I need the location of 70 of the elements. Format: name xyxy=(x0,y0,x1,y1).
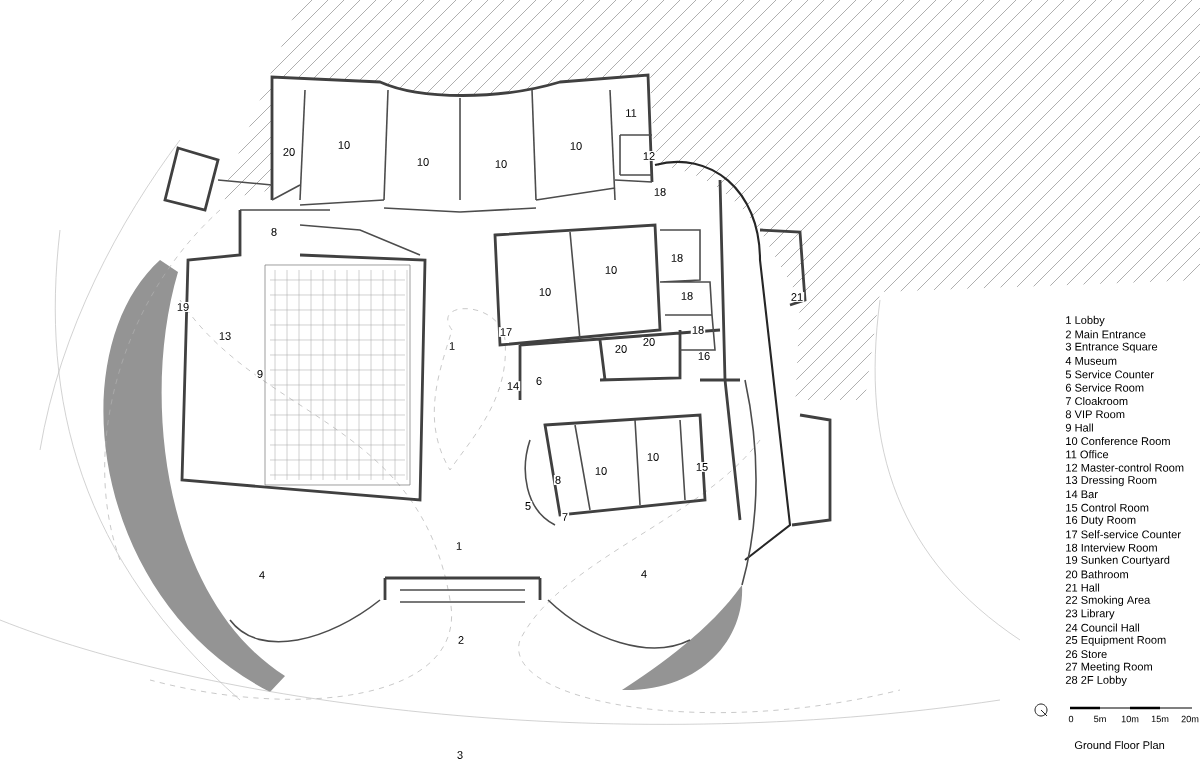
legend-entry: 8 VIP Room xyxy=(1065,410,1125,419)
room-number: 10 xyxy=(336,140,352,150)
room-number: 11 xyxy=(624,108,638,118)
legend-entry: 28 2F Lobby xyxy=(1065,675,1127,687)
room-number: 4 xyxy=(639,569,649,579)
room-number: 20 xyxy=(641,337,657,347)
legend-entry: 7 Cloakroom xyxy=(1065,396,1128,406)
legend-entry: 27 Meeting Room xyxy=(1065,662,1152,673)
scale-label: 5m xyxy=(1094,715,1106,723)
room-number: 10 xyxy=(568,141,584,151)
room-number: 19 xyxy=(175,302,191,312)
room-number: 12 xyxy=(641,151,657,161)
room-number: 10 xyxy=(603,265,619,275)
room-number: 18 xyxy=(679,291,695,301)
legend-entry: 12 Master-control Room xyxy=(1066,463,1184,472)
plan-title: Ground Floor Plan xyxy=(1074,740,1165,750)
room-number: 10 xyxy=(593,466,609,476)
legend-entry: 26 Store xyxy=(1065,650,1107,659)
legend-entry: 10 Conference Room xyxy=(1066,436,1170,446)
scale-label: 0 xyxy=(1068,715,1074,723)
legend-entry: 19 Sunken Courtyard xyxy=(1066,555,1170,567)
room-number: 21 xyxy=(789,292,805,302)
room-number: 3 xyxy=(455,750,465,760)
room-number: 1 xyxy=(447,341,457,351)
legend-entry: 18 Interview Room xyxy=(1066,543,1157,552)
legend-entry: 9 Hall xyxy=(1065,423,1093,432)
legend-entry: 24 Council Hall xyxy=(1065,623,1139,632)
room-number: 10 xyxy=(415,157,431,167)
room-number: 18 xyxy=(690,325,706,335)
legend-entry: 14 Bar xyxy=(1066,490,1098,499)
room-number: 10 xyxy=(645,452,661,462)
room-number: 9 xyxy=(255,369,265,379)
legend-entry: 16 Duty Room xyxy=(1066,515,1136,526)
room-number: 13 xyxy=(217,331,233,341)
room-number: 18 xyxy=(669,253,685,263)
room-number: 6 xyxy=(534,376,544,386)
legend-entry: 25 Equipment Room xyxy=(1065,635,1166,647)
room-number: 2 xyxy=(456,635,466,645)
room-number: 20 xyxy=(281,147,297,157)
legend-entry: 21 Hall xyxy=(1065,583,1100,592)
legend-entry: 13 Dressing Room xyxy=(1066,475,1157,487)
room-number: 8 xyxy=(269,227,279,237)
room-number: 5 xyxy=(523,501,533,511)
legend-entry: 15 Control Room xyxy=(1066,503,1149,512)
legend-entry: 2 Main Entrance xyxy=(1065,330,1146,339)
room-number: 16 xyxy=(696,351,712,361)
room-number: 10 xyxy=(537,287,553,297)
legend-entry: 22 Smoking Area xyxy=(1065,595,1151,607)
legend-entry: 11 Office xyxy=(1066,450,1109,459)
legend-entry: 23 Library xyxy=(1065,609,1115,620)
legend-entry: 20 Bathroom xyxy=(1065,570,1128,579)
legend-entry: 3 Entrance Square xyxy=(1065,342,1158,353)
legend-entry: 5 Service Counter xyxy=(1065,370,1154,379)
legend-entry: 1 Lobby xyxy=(1066,315,1105,327)
room-number: 7 xyxy=(560,512,570,522)
room-number: 14 xyxy=(505,381,521,391)
scale-label: 15m xyxy=(1151,715,1169,723)
room-number: 20 xyxy=(613,344,629,354)
room-number: 17 xyxy=(498,327,514,337)
room-number: 10 xyxy=(493,159,509,169)
legend-entry: 4 Museum xyxy=(1065,357,1117,365)
room-number: 8 xyxy=(553,475,563,485)
scale-label: 20m xyxy=(1181,715,1199,723)
room-number: 15 xyxy=(694,462,710,472)
legend-entry: 6 Service Room xyxy=(1065,383,1144,392)
room-number: 4 xyxy=(257,570,267,580)
scale-label: 10m xyxy=(1121,715,1139,723)
room-number: 18 xyxy=(652,187,668,197)
room-number: 1 xyxy=(454,541,464,551)
legend-entry: 17 Self-service Counter xyxy=(1066,530,1181,539)
